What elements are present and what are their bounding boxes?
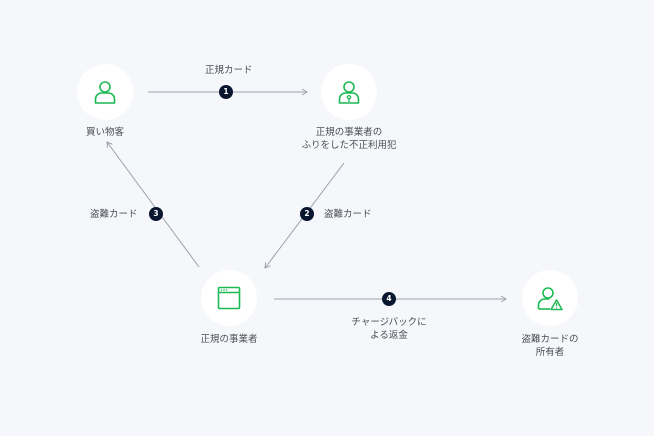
owner-label-line-2: 所有者 xyxy=(535,347,565,358)
edge-3-label: 盗難カード xyxy=(90,209,138,220)
fraudster-label-line-1: 正規の事業者の xyxy=(315,127,383,138)
fraudster-label: 正規の事業者の ふりをした不正利用犯 xyxy=(289,126,409,152)
edge-3-step-badge: 3 xyxy=(149,207,163,221)
edge-4-label-line-1: チャージバックに xyxy=(351,317,427,328)
owner-label: 盗難カードの 所有者 xyxy=(505,333,595,359)
buyer-label: 買い物客 xyxy=(65,126,145,139)
edge-4-step-badge: 4 xyxy=(382,292,396,306)
edge-3-line xyxy=(106,141,200,268)
owner-node xyxy=(522,270,578,326)
buyer-node xyxy=(77,64,133,120)
buyer-label-line-1: 買い物客 xyxy=(85,127,124,138)
merchant-label: 正規の事業者 xyxy=(189,333,269,346)
edge-1-label: 正規カード xyxy=(205,65,253,76)
owner-label-line-1: 盗難カードの xyxy=(521,334,579,345)
edge-1-step-badge: 1 xyxy=(219,85,233,99)
merchant-node xyxy=(201,270,257,326)
fraudster-node xyxy=(321,64,377,120)
merchant-label-line-1: 正規の事業者 xyxy=(200,334,258,345)
person-with-key-icon xyxy=(338,81,360,104)
edge-2-label: 盗難カード xyxy=(324,209,372,220)
edge-4-label-line-2: よる返金 xyxy=(370,330,408,341)
browser-window-icon xyxy=(217,286,241,310)
fraudster-label-line-2: ふりをした不正利用犯 xyxy=(301,140,397,151)
edge-2-step-badge: 2 xyxy=(300,207,314,221)
edge-4-label: チャージバックに よる返金 xyxy=(339,316,439,342)
person-icon xyxy=(94,81,116,104)
person-with-warning-icon xyxy=(537,287,563,311)
